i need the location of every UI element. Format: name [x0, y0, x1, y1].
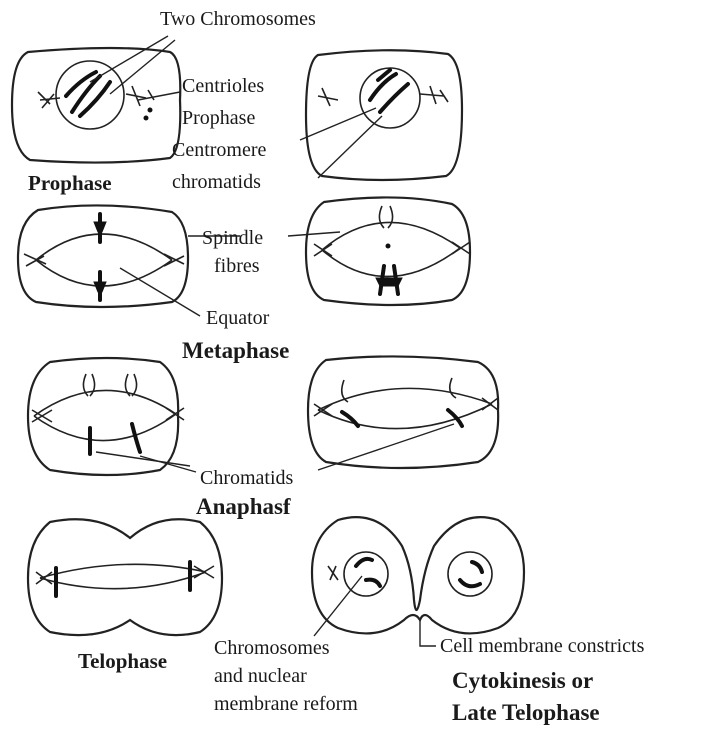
stage-label-anaphase: Anaphasf — [196, 494, 291, 519]
label-chromatids-mid: Chromatids — [200, 467, 294, 489]
label-chromosomes-reform-3: membrane reform — [214, 693, 358, 715]
prophase-cell-right — [304, 49, 464, 182]
leader-chromatids-mid-2 — [139, 455, 197, 473]
leader-chromatids-mid-1 — [95, 451, 191, 467]
stage-label-cytokinesis-1: Cytokinesis or — [452, 668, 593, 693]
label-centrioles: Centrioles — [182, 75, 264, 97]
leader-cell-membrane — [419, 618, 436, 647]
stage-label-cytokinesis-2: Late Telophase — [452, 700, 600, 725]
anaphase-cell-right — [306, 355, 500, 470]
label-centromere: Centromere — [172, 139, 267, 161]
anaphase-cell-left — [26, 356, 185, 477]
label-two-chromosomes: Two Chromosomes — [160, 8, 316, 30]
leader-two-chromosomes-2 — [109, 39, 176, 95]
leader-chromatids-mid-3 — [317, 423, 455, 471]
stage-label-telophase: Telophase — [78, 649, 167, 673]
leader-spindle-right — [287, 231, 341, 237]
leader-equator — [119, 267, 201, 317]
metaphase-cell-left — [16, 204, 190, 309]
cytokinesis-cells — [310, 516, 526, 635]
leader-centromere — [299, 107, 377, 141]
metaphase-cell-right — [304, 196, 472, 307]
label-fibres: fibres — [214, 255, 260, 277]
leader-two-chromosomes-1 — [89, 35, 169, 83]
label-spindle: Spindle — [202, 227, 263, 249]
label-equator: Equator — [206, 307, 270, 329]
prophase-cell-left — [10, 46, 182, 164]
leader-centrioles — [137, 91, 181, 101]
label-chromatids-top: chromatids — [172, 171, 261, 193]
stage-label-prophase: Prophase — [28, 171, 112, 195]
label-chromosomes-reform-2: and nuclear — [214, 665, 307, 687]
telophase-cell-left — [26, 518, 224, 637]
label-cell-membrane-constricts: Cell membrane constricts — [440, 635, 645, 657]
leader-chromosomes-reform — [313, 575, 363, 637]
leader-chromatids-top — [317, 115, 383, 179]
label-prophase-small: Prophase — [182, 107, 255, 129]
label-chromosomes-reform-1: Chromosomes — [214, 637, 330, 659]
stage-label-metaphase: Metaphase — [182, 338, 289, 363]
